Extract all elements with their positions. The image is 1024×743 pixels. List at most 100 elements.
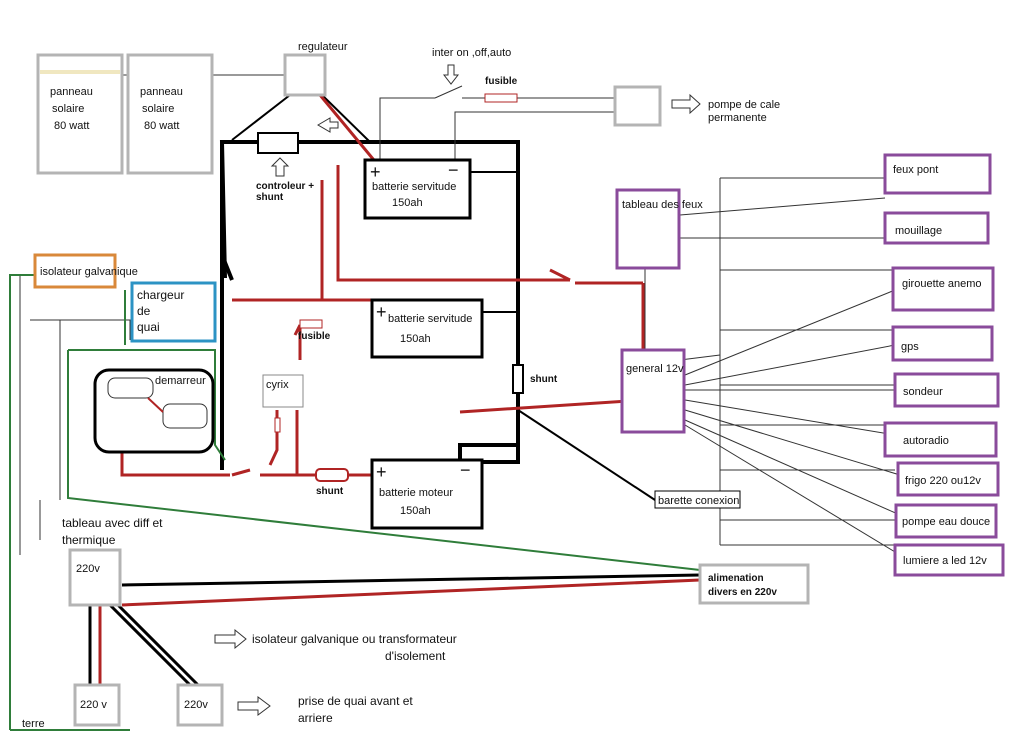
consumer-boxes: feux pont mouillage girouette anemo gps …	[883, 153, 1005, 577]
battery1-plus: +	[370, 162, 381, 182]
panel-220v-label: 220v	[76, 563, 100, 575]
battery1-label-1: batterie servitude	[372, 181, 456, 193]
diff-panel-label-2: thermique	[62, 533, 116, 547]
battery3-label-1: batterie moteur	[379, 487, 453, 499]
terminal-strip-label: barette conexion	[658, 495, 739, 507]
battery3-minus: −	[460, 460, 471, 480]
battery1-minus: −	[448, 160, 459, 180]
lights-panel-label: tableau des feux	[622, 199, 703, 211]
fuse-mid	[299, 319, 323, 329]
green-wires	[9, 274, 701, 731]
battery2-label-2: 150ah	[400, 333, 431, 345]
solar-panel-1: panneau solaire 80 watt	[36, 53, 124, 175]
arrow-isolator-legend	[214, 628, 247, 650]
socket-front-label: 220 v	[80, 699, 107, 711]
charger-label-2: de	[137, 304, 151, 318]
controller-label-2: shunt	[256, 192, 284, 203]
shunt-bottom-label: shunt	[316, 486, 344, 497]
fuse-top-label: fusible	[485, 76, 518, 87]
secondary-black-wires	[231, 94, 656, 501]
diff-panel-label-1: tableau avec diff et	[62, 516, 163, 530]
general-label: general 12v	[626, 363, 684, 375]
black-lower-wires	[88, 573, 701, 687]
arrow-shore-legend	[237, 696, 271, 716]
panel-220v-main: 220v	[68, 548, 122, 607]
arrow-to-regulator	[317, 117, 339, 133]
pump-label-1: pompe de cale	[708, 99, 780, 111]
main-black-bus	[219, 140, 520, 470]
red-wires	[98, 94, 701, 685]
starter-label: demarreur	[155, 375, 206, 387]
general-12v-panel: general 12v	[620, 348, 686, 434]
bilge-pump	[613, 85, 662, 127]
consumer-girouette: girouette anemo	[891, 266, 995, 312]
shore-legend-1: prise de quai avant et	[298, 694, 413, 708]
lights-panel: tableau des feux	[615, 188, 703, 270]
consumer-sondeur: sondeur	[893, 372, 1000, 408]
battery-engine: + − batterie moteur 150ah	[370, 458, 484, 530]
consumer-label: girouette anemo	[902, 278, 982, 290]
regulator-label: regulateur	[298, 41, 348, 53]
cyrix-relay: cyrix	[262, 374, 304, 433]
terminal-strip	[654, 490, 741, 509]
consumer-lumiere-led: lumiere a led 12v	[893, 543, 1005, 577]
shunt-bottom	[315, 468, 349, 482]
controller-label-1: controleur +	[256, 181, 314, 192]
power-220v-misc: alimenation divers en 220v	[698, 563, 810, 605]
panel2-line1: panneau	[140, 86, 183, 98]
consumer-frigo: frigo 220 ou12v	[896, 461, 1000, 497]
arrow-down-switch	[442, 64, 460, 85]
starter: demarreur	[93, 368, 215, 454]
consumer-label: mouillage	[895, 225, 942, 237]
battery-service-1: + − batterie servitude 150ah	[363, 158, 472, 220]
consumer-label: pompe eau douce	[902, 516, 990, 528]
shunt-right-label: shunt	[530, 374, 558, 385]
consumer-label: gps	[901, 341, 919, 353]
consumer-label: feux pont	[893, 164, 938, 176]
pump-label-2: permanente	[708, 112, 767, 124]
power-label-1: alimenation	[708, 573, 764, 584]
consumer-pompe-eau: pompe eau douce	[894, 503, 998, 539]
charger-label-1: chargeur	[137, 288, 184, 302]
panel1-line1: panneau	[50, 86, 93, 98]
isolator-legend-1: isolateur galvanique ou transformateur	[252, 632, 457, 646]
battery3-label-2: 150ah	[400, 505, 431, 517]
arrow-to-pump-label	[671, 93, 701, 115]
battery2-plus: +	[376, 302, 387, 322]
battery2-label-1: batterie servitude	[388, 313, 472, 325]
socket-rear-label: 220v	[184, 699, 208, 711]
consumer-label: autoradio	[903, 435, 949, 447]
consumer-feux-pont: feux pont	[883, 153, 992, 195]
charger-label-3: quai	[137, 320, 160, 334]
shunt-right	[512, 364, 524, 394]
shore-socket-front: 220 v	[73, 683, 121, 727]
shore-charger: chargeur de quai	[130, 281, 217, 343]
arrow-up-controller	[270, 157, 290, 177]
consumer-autoradio: autoradio	[883, 421, 998, 458]
fuse-top	[484, 93, 518, 103]
consumer-gps: gps	[891, 325, 994, 362]
solar-panel-2: panneau solaire 80 watt	[126, 53, 214, 175]
consumer-mouillage: mouillage	[883, 211, 990, 245]
panel1-line2: solaire	[52, 103, 84, 115]
battery-service-2: + batterie servitude 150ah	[370, 298, 484, 359]
fuse-mid-label: fusible	[298, 331, 331, 342]
consumer-label: frigo 220 ou12v	[905, 475, 981, 487]
isolator-label: isolateur galvanique	[40, 266, 138, 278]
switch-label: inter on ,off,auto	[432, 47, 511, 59]
shore-legend-2: arriere	[298, 711, 333, 725]
consumer-label: lumiere a led 12v	[903, 555, 987, 567]
consumer-label: sondeur	[903, 386, 943, 398]
shore-socket-rear: 220v	[176, 683, 224, 727]
panel1-line3: 80 watt	[54, 120, 89, 132]
controller-box	[257, 132, 299, 154]
isolator-legend-2: d'isolement	[385, 649, 446, 663]
ground-label: terre	[22, 718, 45, 730]
panel2-line2: solaire	[142, 103, 174, 115]
battery1-label-2: 150ah	[392, 197, 423, 209]
galvanic-isolator: isolateur galvanique	[33, 253, 138, 289]
regulator: regulateur	[283, 41, 348, 97]
power-label-2: divers en 220v	[708, 587, 777, 598]
panel2-line3: 80 watt	[144, 120, 179, 132]
